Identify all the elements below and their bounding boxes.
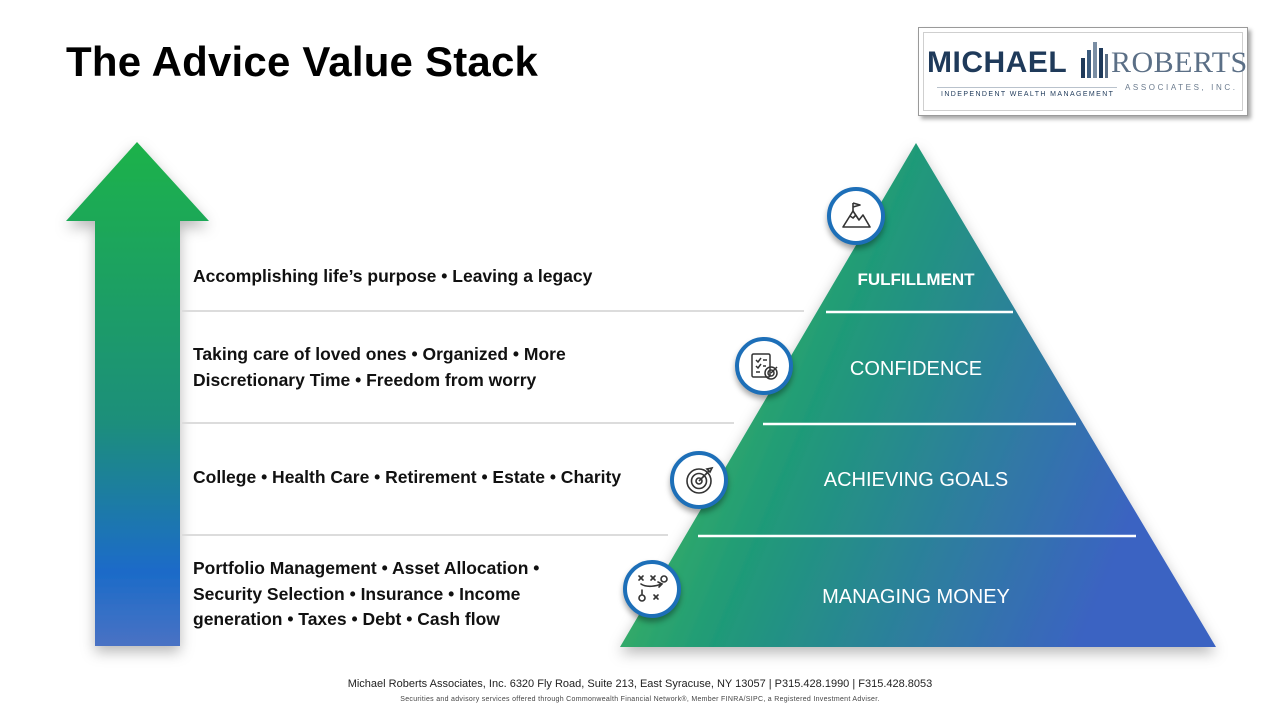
band-line: Portfolio Management • Asset Allocation … (193, 558, 540, 578)
band-line: Security Selection • Insurance • Income (193, 583, 521, 604)
band-separator-1 (182, 310, 804, 312)
band-line: Taking care of loved ones • Organized • … (193, 344, 566, 364)
company-logo: MICHAEL ROBERTS ASSOCIATES, INC. INDEPEN… (918, 27, 1248, 116)
logo-name-left: MICHAEL (927, 46, 1068, 79)
band-separator-2 (182, 422, 734, 424)
page-title: The Advice Value Stack (66, 38, 539, 85)
logo-rule (937, 87, 1117, 88)
logo-name-right: ROBERTS (1111, 46, 1248, 79)
mountain-flag-icon (827, 187, 885, 245)
band-confidence-text: Taking care of loved ones • Organized • … (193, 342, 566, 393)
target-icon (670, 451, 728, 509)
logo-tagline: INDEPENDENT WEALTH MANAGEMENT (941, 91, 1115, 98)
band-money-text: Portfolio Management • Asset Allocation … (193, 556, 539, 633)
tier-label-confidence: CONFIDENCE (849, 358, 983, 380)
band-fulfillment-text: Accomplishing life’s purpose • Leaving a… (193, 264, 592, 290)
logo-associates: ASSOCIATES, INC. (1125, 83, 1238, 92)
band-line: generation • Taxes • Debt • Cash flow (193, 609, 500, 629)
footer-address: Michael Roberts Associates, Inc. 6320 Fl… (347, 678, 933, 690)
checklist-target-icon (735, 337, 793, 395)
pyramid (620, 143, 1216, 647)
footer-disclosure: Securities and advisory services offered… (400, 696, 880, 703)
strategy-play-icon (623, 560, 681, 618)
tier-label-managing-money: MANAGING MONEY (822, 586, 1010, 608)
logo-bars-icon (1081, 42, 1108, 78)
upward-arrow (66, 142, 209, 646)
tier-label-fulfillment: FULFILLMENT (857, 270, 975, 289)
band-goals-text: College • Health Care • Retirement • Est… (193, 465, 621, 491)
band-line: Accomplishing life’s purpose • Leaving a… (193, 266, 593, 286)
tier-label-achieving-goals: ACHIEVING GOALS (823, 469, 1009, 491)
logo-frame (923, 32, 1243, 111)
band-line: College • Health Care • Retirement • Est… (193, 467, 622, 487)
band-separator-3 (182, 534, 668, 536)
band-line: Discretionary Time • Freedom from worry (193, 369, 537, 390)
